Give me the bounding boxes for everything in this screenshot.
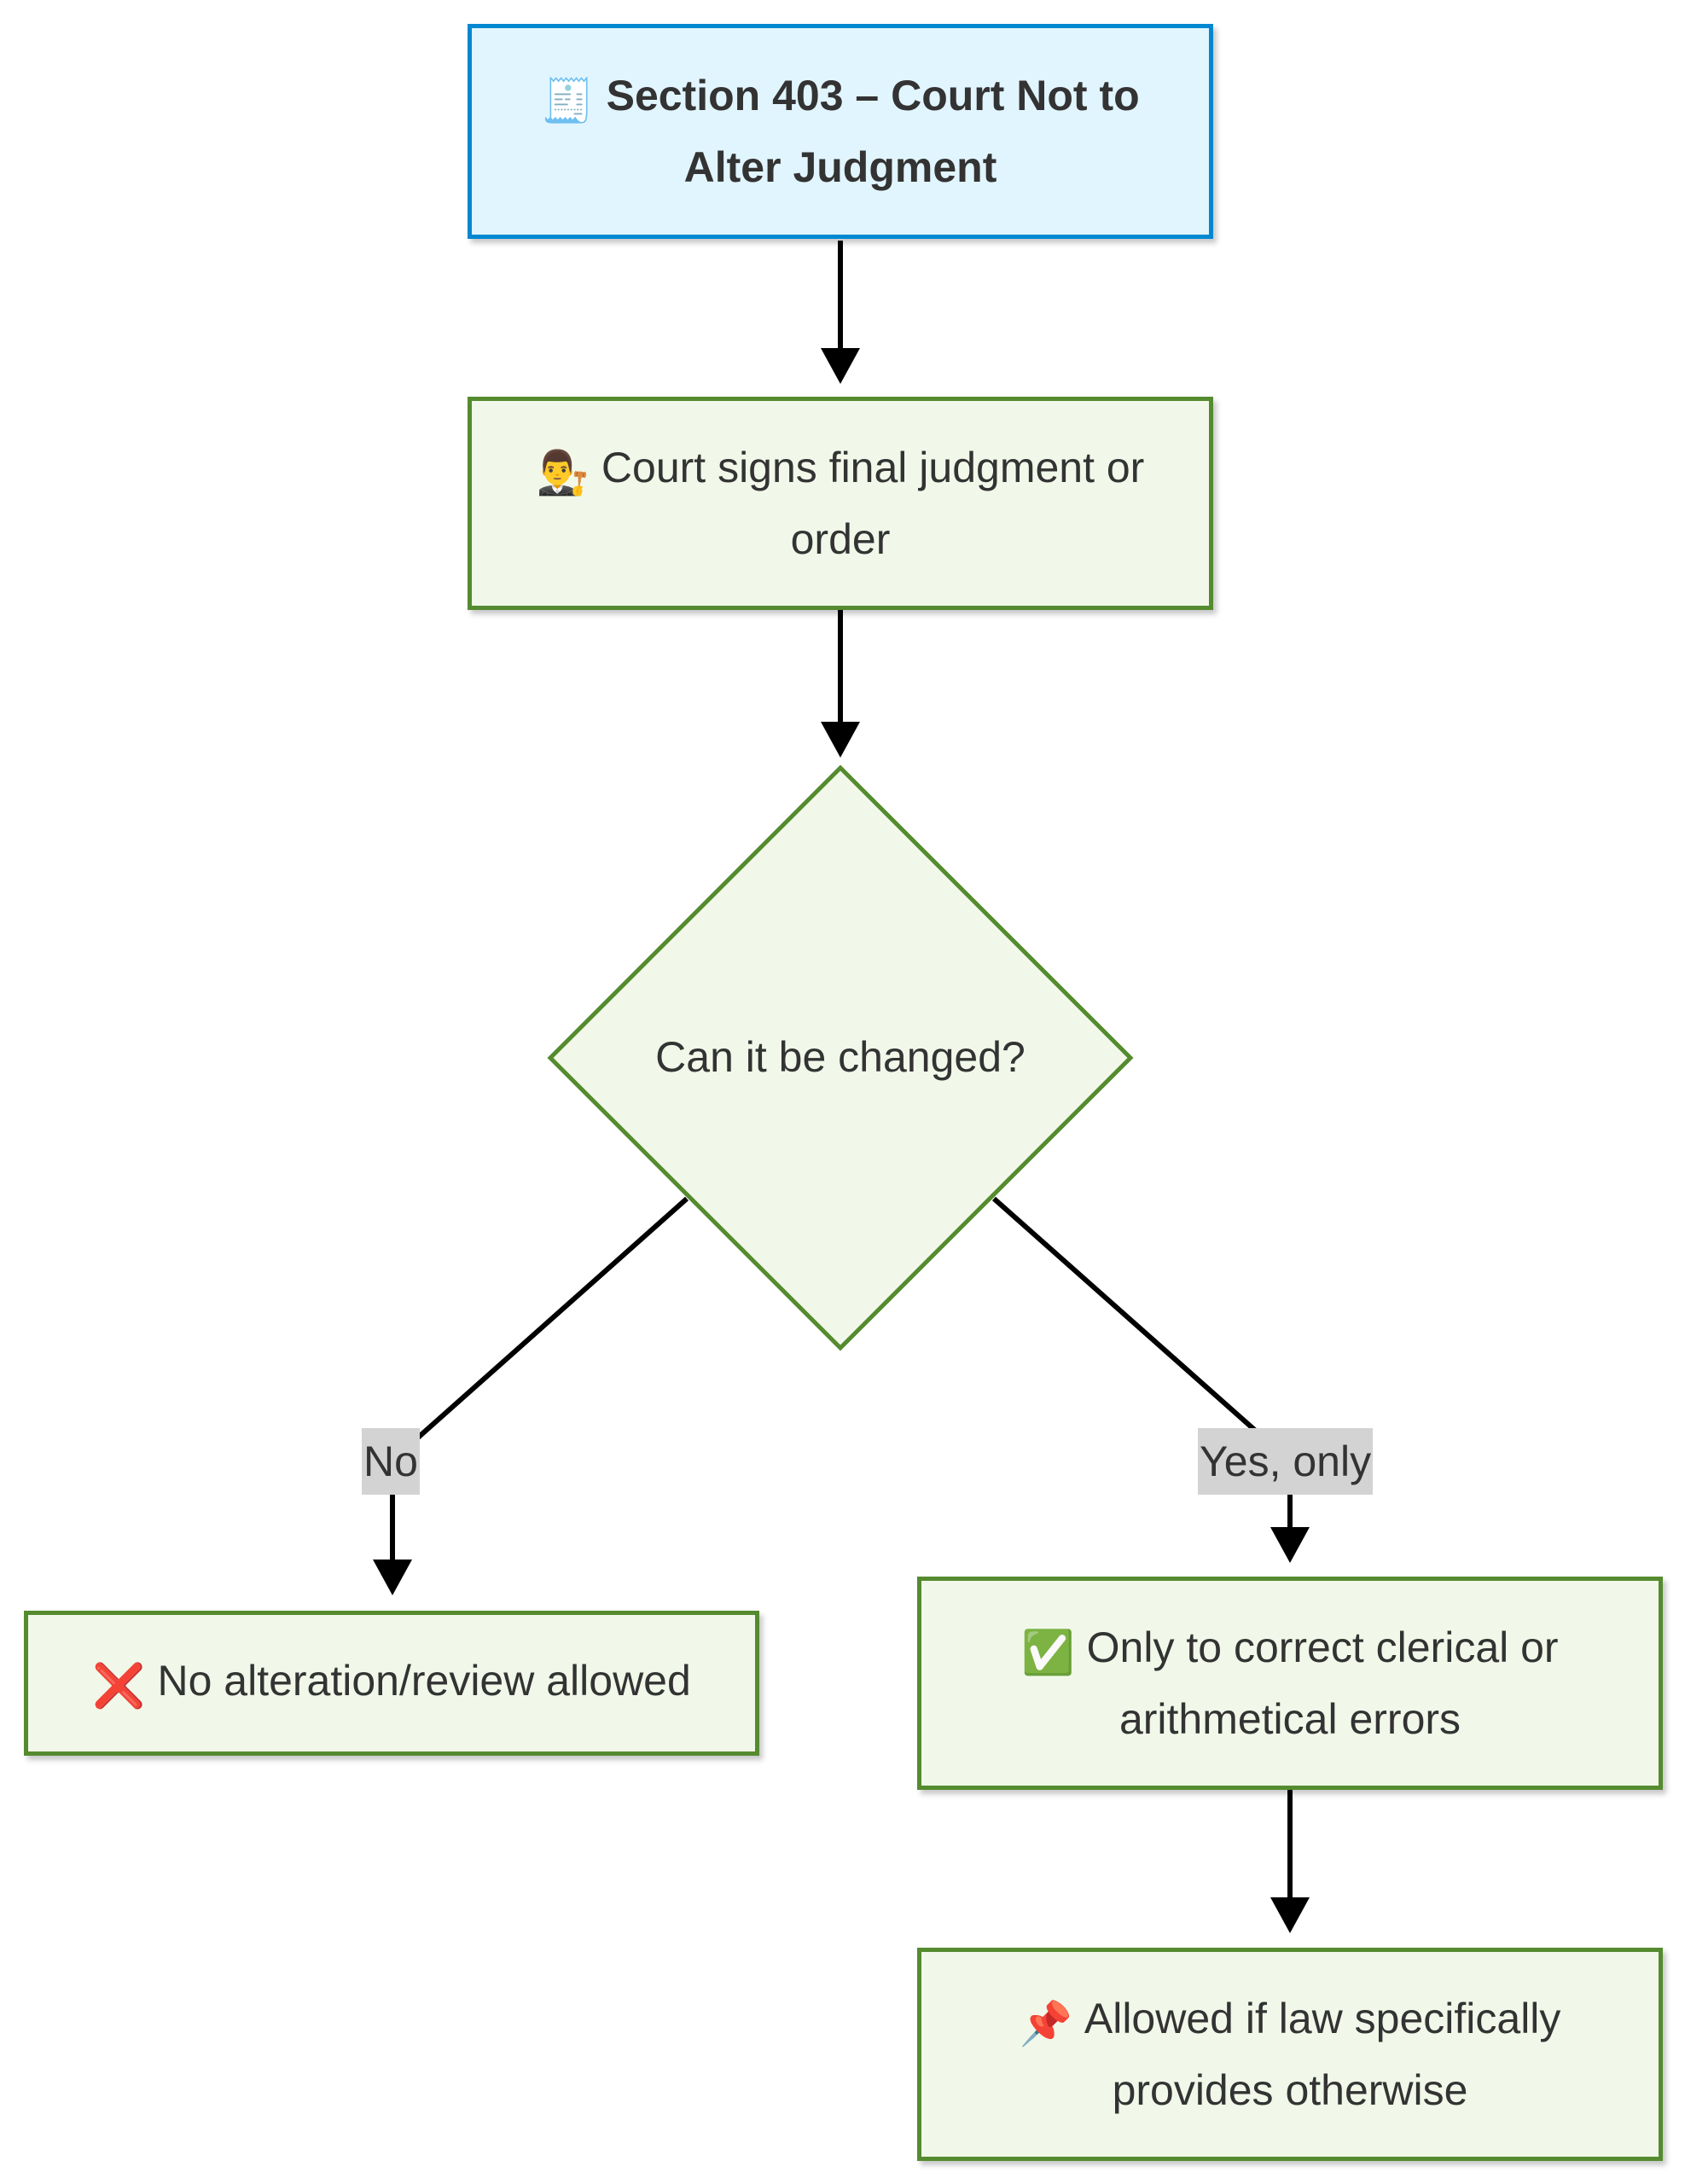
cross-mark-icon: ❌: [92, 1662, 146, 1710]
edge-label-no: No: [362, 1428, 420, 1495]
sign-judgment-node: 👨‍⚖️Court signs final judgment or order: [468, 397, 1213, 610]
correct-errors-node: ✅Only to correct clerical or arithmetica…: [917, 1577, 1663, 1790]
decision-diamond: [547, 764, 1134, 1351]
sign-judgment-label: Court signs final judgment or order: [601, 444, 1145, 563]
edge-decision-to-no: [373, 1196, 689, 1595]
edge-sign-to-decision: [821, 610, 860, 758]
no-alteration-node: ❌No alteration/review allowed: [24, 1611, 759, 1756]
edge-decision-to-yes: [992, 1196, 1310, 1563]
receipt-icon: 🧾: [541, 77, 595, 125]
law-provides-label: Allowed if law specifically provides oth…: [1084, 1995, 1561, 2114]
judge-icon: 👨‍⚖️: [536, 449, 590, 497]
law-provides-node: 📌Allowed if law specifically provides ot…: [917, 1948, 1663, 2161]
title-node: 🧾Section 403 – Court Not to Alter Judgme…: [468, 24, 1213, 239]
pushpin-icon: 📌: [1019, 2000, 1072, 2048]
check-mark-icon: ✅: [1021, 1629, 1075, 1676]
no-alteration-label: No alteration/review allowed: [157, 1657, 691, 1705]
title-node-label: Section 403 – Court Not to Alter Judgmen…: [606, 72, 1140, 191]
edge-yes-to-law: [1270, 1790, 1310, 1933]
edge-title-to-sign: [821, 241, 860, 384]
edge-label-yes: Yes, only: [1198, 1428, 1374, 1495]
decision-label: Can it be changed?: [655, 1033, 1026, 1081]
correct-errors-label: Only to correct clerical or arithmetical…: [1086, 1623, 1559, 1743]
